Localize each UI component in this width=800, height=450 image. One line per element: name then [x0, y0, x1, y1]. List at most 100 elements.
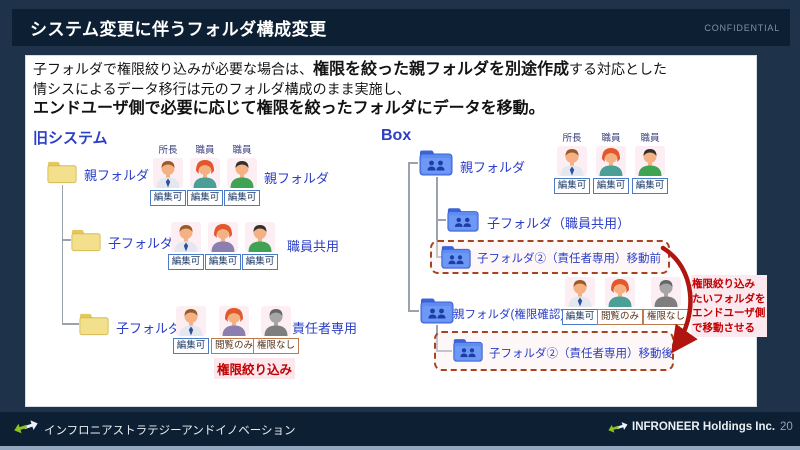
summary-line-1-post: する対応とした — [569, 61, 668, 77]
tree-connector — [436, 350, 452, 352]
person-icon — [208, 222, 238, 252]
person-icon — [635, 146, 665, 176]
person-role-label: 職員 — [640, 133, 660, 144]
folder-icon-yellow — [78, 310, 110, 337]
permission-badge: 閲覧のみ — [211, 338, 258, 354]
group-label: 責任者専用 — [292, 321, 358, 336]
summary-line-1-pre: 子フォルダで権限絞り込みが必要な場合は、 — [33, 61, 313, 77]
company-logo-icon — [608, 422, 628, 433]
person-icon — [596, 146, 626, 176]
footer — [0, 412, 800, 446]
person: 権限なし — [643, 277, 690, 325]
content-card — [25, 55, 757, 407]
person-icon — [171, 222, 201, 252]
tree-connector — [408, 162, 410, 310]
person: 職員 編集可 — [223, 145, 261, 206]
person: 職員 編集可 — [630, 133, 670, 194]
person-icon — [565, 277, 595, 307]
move-arrow-icon — [660, 245, 698, 354]
slide-edge — [0, 446, 800, 450]
folder-label: 子フォルダ② — [116, 321, 195, 336]
person: 権限なし — [253, 306, 300, 354]
tree-connector — [436, 256, 442, 258]
person-icon — [261, 306, 291, 336]
move-annotation: 権限絞り込み たいフォルダを エンドユーザ側 で移動させる — [691, 275, 767, 337]
person-icon — [227, 158, 257, 188]
permission-badge: 編集可 — [553, 178, 591, 194]
person-icon — [651, 277, 681, 307]
folder-label: 親フォルダ — [84, 168, 150, 183]
permission-badge: 編集可 — [204, 254, 242, 270]
box-heading: Box — [381, 127, 412, 144]
person-icon — [153, 158, 183, 188]
page-title: システム変更に伴うフォルダ構成変更 — [30, 20, 327, 39]
summary-line-1-bold: 権限を絞った親フォルダを別途作成 — [313, 61, 570, 78]
summary-line-1: 子フォルダで権限絞り込みが必要な場合は、権限を絞った親フォルダを別途作成する対応… — [33, 59, 751, 80]
person-icon — [190, 158, 220, 188]
box-folder-icon — [452, 336, 484, 363]
permission-badge: 編集可 — [167, 254, 205, 270]
person-role-label: 職員 — [601, 133, 621, 144]
move-annotation-line: 権限絞り込み — [692, 278, 755, 290]
move-annotation-line: たいフォルダを — [692, 292, 766, 305]
person-role-label: 職員 — [232, 145, 252, 156]
person-icon — [245, 222, 275, 252]
page-number: 20 — [780, 421, 793, 433]
permission-badge: 権限なし — [643, 309, 690, 325]
folder-label: 子フォルダ — [108, 236, 174, 251]
permission-badge: 編集可 — [592, 178, 630, 194]
person-icon — [176, 306, 206, 336]
tree-connector — [61, 323, 79, 325]
permission-badge: 編集可 — [631, 178, 669, 194]
group-label: 親フォルダ — [264, 171, 330, 186]
folder-label: 親フォルダ(権限確認) — [453, 309, 565, 321]
person: 所長 編集可 — [149, 145, 187, 206]
permission-badge: 編集可 — [241, 254, 279, 270]
permission-badge: 編集可 — [223, 190, 261, 206]
person: 編集可 — [167, 222, 205, 270]
tree-connector — [408, 162, 418, 164]
person: 所長 編集可 — [552, 133, 592, 194]
group-label: 職員共用 — [287, 239, 340, 254]
folder-icon-yellow — [70, 226, 102, 253]
person: 編集可 — [241, 222, 279, 270]
box-folder-icon — [418, 147, 454, 177]
person: 編集可 — [560, 277, 600, 325]
old-system-heading: 旧システム — [33, 130, 108, 147]
tree-connector — [408, 310, 419, 312]
box-folder-icon — [446, 205, 480, 233]
person: 職員 編集可 — [591, 133, 631, 194]
move-annotation-line: で移動させる — [692, 321, 755, 334]
person-icon — [219, 306, 249, 336]
permission-badge: 編集可 — [186, 190, 224, 206]
person: 閲覧のみ — [211, 306, 258, 354]
person-role-label: 所長 — [562, 133, 582, 144]
permission-badge: 権限なし — [253, 338, 300, 354]
box-folder-icon — [419, 295, 455, 325]
person-role-label: 職員 — [195, 145, 215, 156]
tree-connector — [436, 219, 446, 221]
folder-icon-yellow — [46, 158, 78, 185]
folder-label: 子フォルダ②（責任者専用）移動前 — [477, 253, 661, 265]
person-icon — [557, 146, 587, 176]
permission-badge: 編集可 — [172, 338, 210, 354]
folder-label: 子フォルダ②（責任者専用）移動後 — [489, 348, 673, 360]
person-role-label: 所長 — [158, 145, 178, 156]
restriction-note: 権限絞り込み — [214, 358, 296, 379]
summary-line-2: 情シスによるデータ移行は元のフォルダ構成のまま実施し、 — [33, 81, 411, 97]
person: 閲覧のみ — [597, 277, 644, 325]
folder-label: 子フォルダ（職員共用） — [487, 216, 631, 231]
folder-label: 親フォルダ — [460, 160, 526, 175]
header-band: システム変更に伴うフォルダ構成変更 CONFIDENTIAL — [12, 9, 790, 46]
tree-connector — [61, 185, 63, 323]
person: 職員 編集可 — [186, 145, 224, 206]
permission-badge: 編集可 — [149, 190, 187, 206]
person: 編集可 — [171, 306, 211, 354]
confidential-label: CONFIDENTIAL — [704, 22, 780, 33]
company-logo-icon — [14, 420, 38, 434]
tree-connector — [61, 239, 71, 241]
summary-line-3: エンドユーザ側で必要に応じて権限を絞ったフォルダにデータを移動。 — [33, 100, 545, 117]
company-name: INFRONEER Holdings Inc. — [632, 421, 776, 433]
permission-badge: 編集可 — [561, 309, 599, 325]
